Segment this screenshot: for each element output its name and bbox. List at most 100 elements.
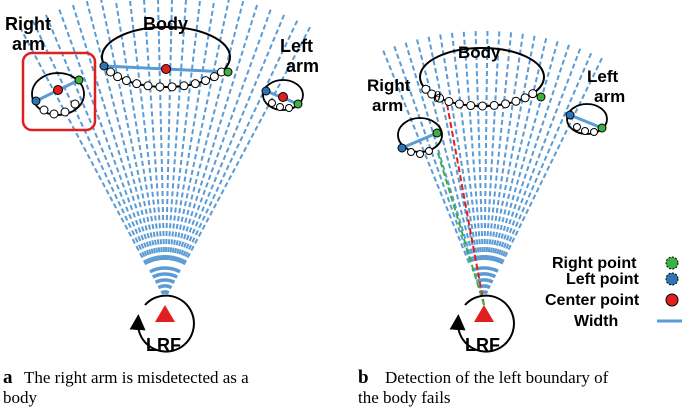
laser-beam: [85, 0, 156, 262]
laser-arc: [471, 266, 499, 273]
laser-beam: [439, 33, 479, 261]
laser-beam: [164, 0, 173, 261]
body-scan-point: [121, 76, 131, 86]
sensor-icon-a: [155, 305, 175, 322]
laser-beam: [71, 3, 155, 263]
body-scan-point: [209, 72, 219, 82]
body-scan-point: [444, 97, 454, 107]
body-scan-point: [201, 76, 211, 86]
laser-beam: [181, 19, 299, 265]
laser-beam: [168, 0, 202, 261]
left-arm-width-line-b: [569, 113, 603, 130]
legend: Right point Left point Center point Widt…: [545, 255, 682, 330]
laser-beam: [172, 0, 230, 262]
left-arm-dot-1-b: [573, 123, 581, 131]
body-scan-point: [113, 72, 123, 82]
left-arm-center-point-a: [278, 92, 288, 102]
right-arm-left-point-a: [31, 96, 41, 106]
laser-beam: [44, 13, 151, 264]
right-arm-dot-3-b: [425, 147, 433, 155]
laser-beam: [100, 0, 158, 262]
laser-beam: [404, 41, 474, 263]
laser-beam: [58, 8, 153, 263]
laser-beam: [393, 45, 472, 263]
laser-beam: [174, 0, 245, 262]
laser-beam: [490, 34, 536, 261]
left-arm-dot-3-a: [285, 104, 293, 112]
legend-right-point-label: Right point: [552, 255, 637, 272]
right-arm-dot-1-a: [39, 105, 49, 115]
caption-a-line-1: The right arm is misdetected as a: [24, 368, 249, 387]
body-scan-point: [421, 84, 431, 94]
body-scan-point: [489, 100, 499, 110]
body-scan-point: [132, 79, 142, 89]
angle-theta-label: θ: [433, 89, 441, 106]
body-label-a: Body: [143, 14, 188, 34]
body-ellipse-a: [101, 26, 231, 88]
right-arm-dot-1-b: [407, 148, 415, 156]
right-arm-right-point-a: [74, 75, 84, 85]
sensor-icon-b: [474, 305, 494, 322]
laser-beam: [177, 8, 272, 263]
body-scan-point: [454, 99, 464, 109]
laser-beams-a: [18, 0, 312, 266]
laser-beam: [492, 37, 548, 262]
caption-letter-a: a: [3, 367, 13, 388]
laser-beam: [499, 51, 593, 264]
legend-left-point-label: Left point: [566, 271, 640, 288]
laser-beam: [487, 31, 513, 261]
laser-beam: [128, 0, 162, 261]
left-arm-left-point-a: [261, 86, 271, 96]
body-scan-point: [179, 81, 189, 91]
lrf-sensor-a: [129, 294, 195, 353]
right-arm-label-b-2: arm: [372, 96, 403, 115]
body-label-b: Body: [458, 43, 501, 62]
lrf-sensor-b: [449, 294, 515, 353]
laser-beam: [170, 0, 216, 261]
laser-beam: [381, 49, 470, 264]
right-arm-width-line-b: [401, 131, 438, 150]
right-arm-label-a-1: Right: [5, 14, 51, 34]
laser-beam: [485, 30, 501, 261]
body-right-point-a: [223, 67, 233, 77]
laser-beam: [179, 13, 286, 264]
laser-beam: [114, 0, 160, 261]
left-arm-left-point-b: [565, 110, 575, 120]
caption-b-line-1: Detection of the left boundary of: [385, 368, 609, 387]
left-arm-label-a-2: arm: [286, 56, 319, 76]
laser-arc: [151, 272, 179, 279]
body-scan-point: [155, 82, 165, 92]
right-arm-dot-2-b: [416, 150, 424, 158]
misdetection-highlight-box: [21, 51, 97, 132]
caption-b-line-2: the body fails: [358, 388, 451, 407]
laser-beam: [166, 0, 187, 261]
body-scan-point: [427, 89, 437, 99]
laser-beam: [18, 25, 148, 266]
laser-arc: [154, 278, 176, 284]
body-scan-points-b: [421, 84, 538, 111]
legend-width-label: Width: [574, 313, 618, 330]
rotation-arrow-b: [449, 294, 515, 353]
left-arm-label-b-1: Left: [587, 67, 619, 86]
right-arm-dot-3-a: [60, 107, 70, 117]
left-arm-label-b-2: arm: [594, 87, 625, 106]
right-arm-dot-2-a: [49, 109, 59, 119]
laser-beam: [474, 30, 484, 261]
laser-beams-b: [381, 30, 604, 265]
body-center-point-a: [161, 64, 171, 74]
laser-beam: [143, 0, 164, 261]
laser-beam: [175, 3, 259, 263]
legend-center-point-marker: [665, 293, 679, 307]
left-arm-dot-3-b: [590, 128, 598, 136]
sensor-label-a: LRF: [146, 335, 181, 355]
laser-arcs-b: [471, 266, 499, 295]
laser-beam: [157, 0, 166, 261]
right-arm-dot-4-a: [70, 99, 80, 109]
laser-beam: [483, 30, 489, 261]
body-scan-point: [466, 101, 476, 111]
right-arm-left-point-b: [397, 143, 407, 153]
left-arm-label-a-1: Left: [280, 36, 313, 56]
body-scan-point: [520, 93, 530, 103]
body-scan-point: [106, 67, 116, 77]
